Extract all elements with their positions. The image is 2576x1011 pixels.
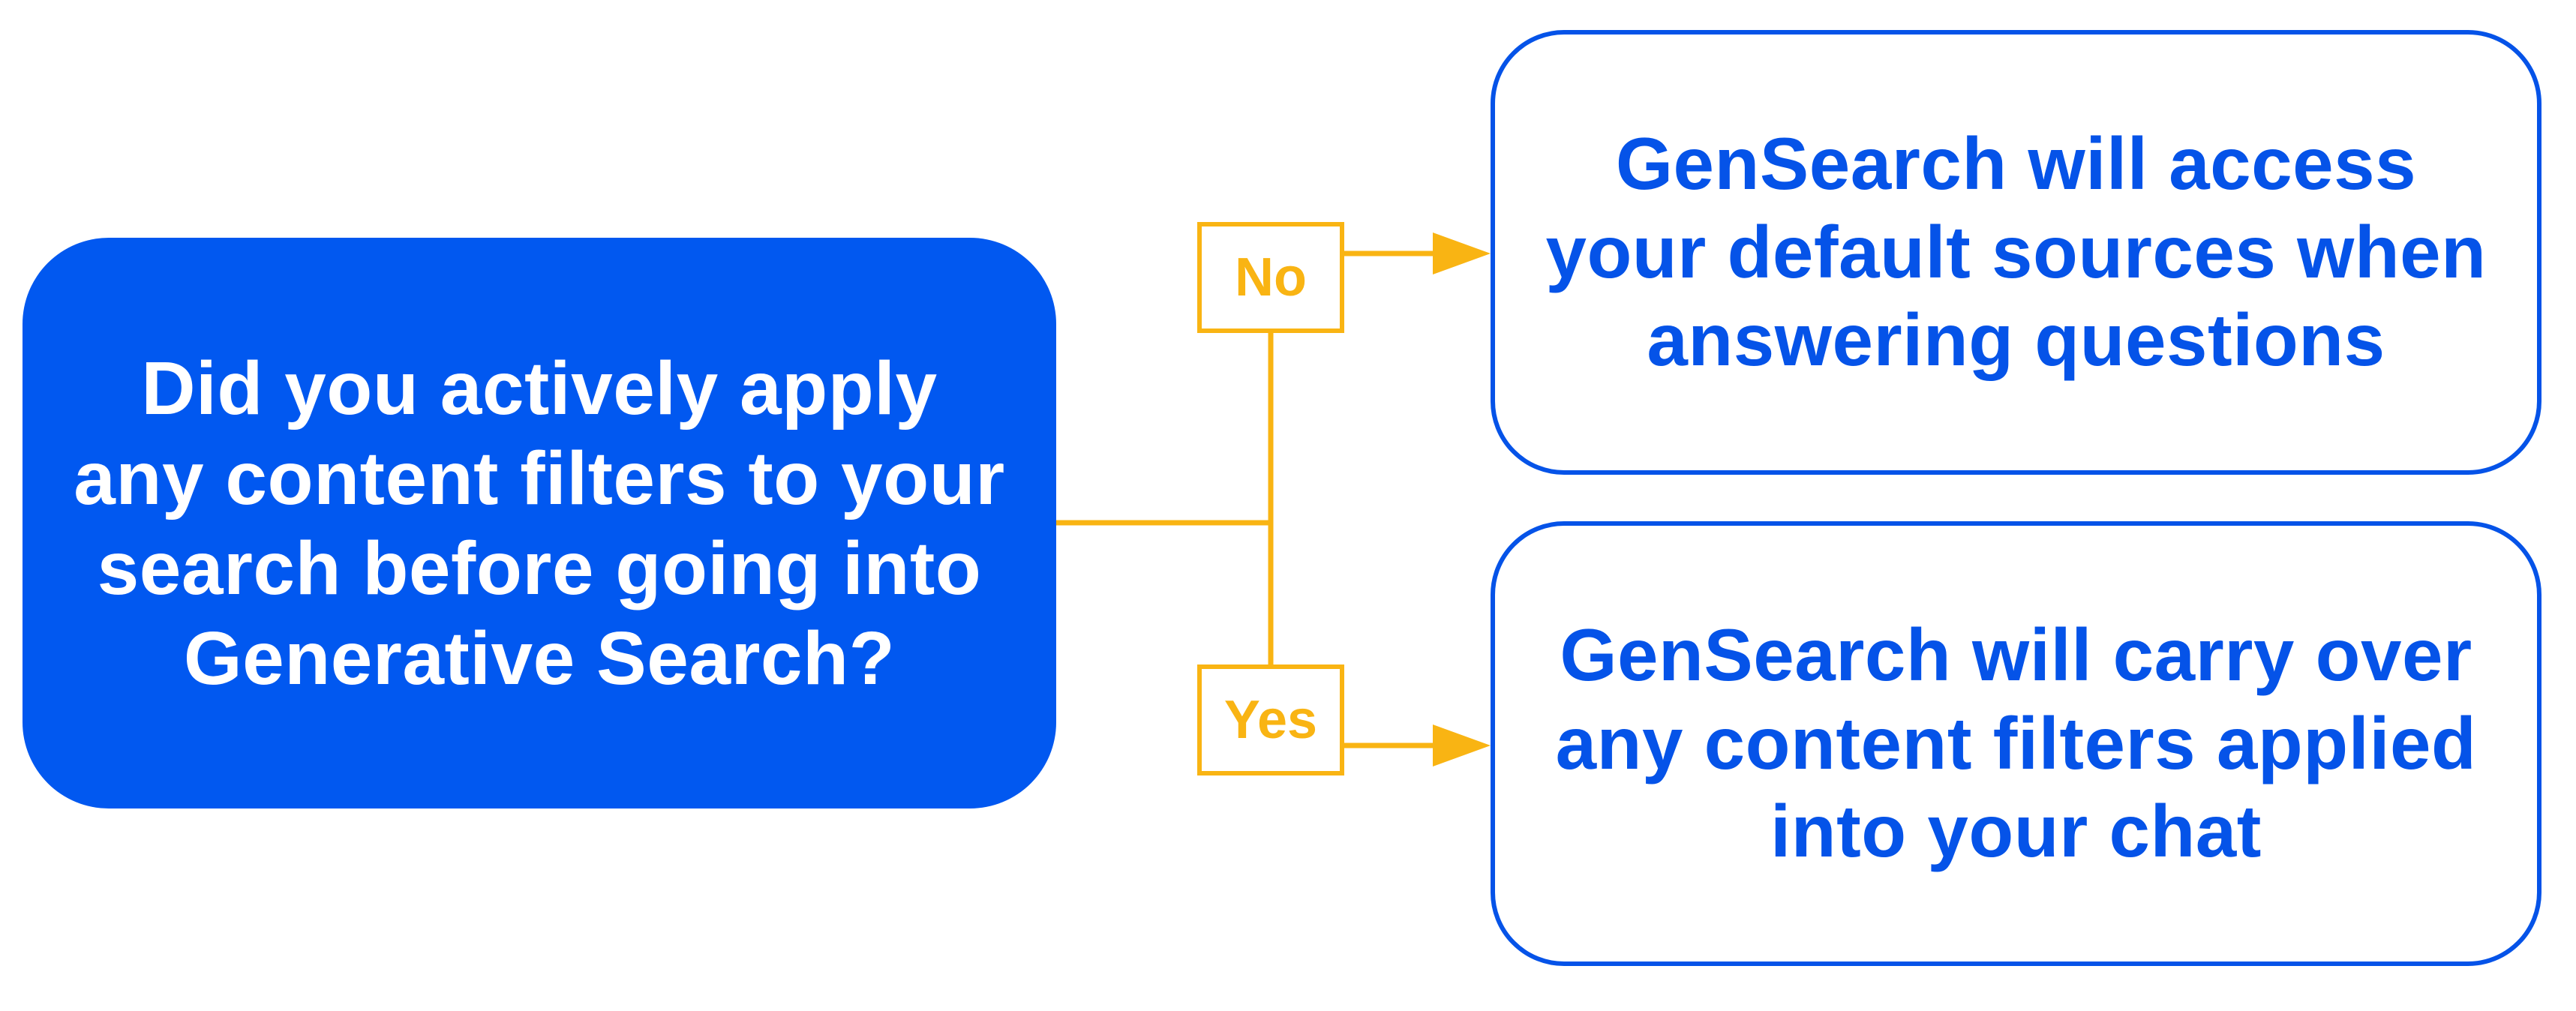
branch-label-no: No [1197, 222, 1344, 333]
branch-label-yes: Yes [1197, 664, 1344, 776]
no-arrowhead [1433, 232, 1491, 274]
outcome-box-yes: GenSearch will carry over any content fi… [1491, 521, 2541, 966]
question-box: Did you actively apply any content filte… [23, 238, 1056, 808]
outcome-box-no: GenSearch will access your default sourc… [1491, 30, 2541, 475]
yes-arrowhead [1433, 724, 1491, 766]
